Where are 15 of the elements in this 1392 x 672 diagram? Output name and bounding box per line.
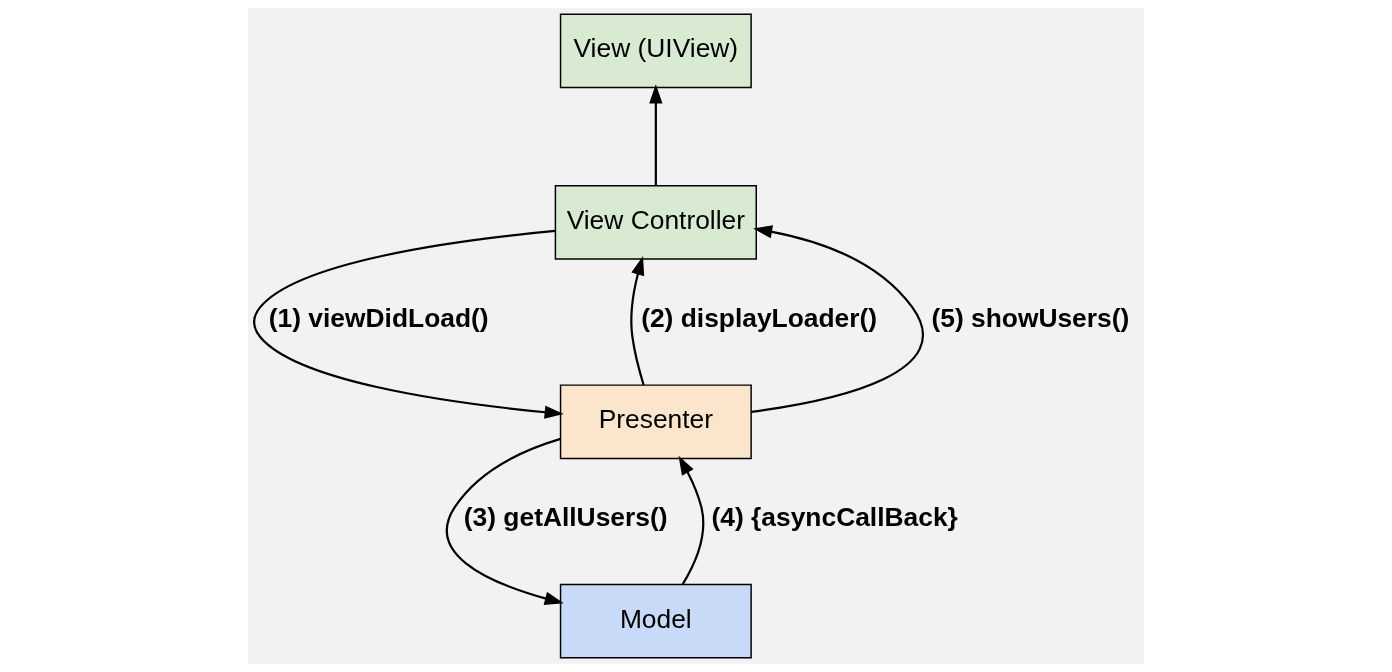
arrow	[649, 84, 663, 186]
node-box: Presenter	[559, 384, 752, 460]
node-box: Model	[559, 583, 752, 659]
arrow	[445, 437, 564, 605]
arrow	[678, 455, 705, 585]
edge-label: (1) viewDidLoad()	[268, 303, 489, 334]
edge-label: (4) {asyncCallBack}	[711, 502, 958, 533]
edge-label: (5) showUsers()	[931, 303, 1130, 334]
edge-label: (3) getAllUsers()	[463, 502, 668, 533]
node-box: View (UIView)	[559, 13, 752, 89]
arrow	[751, 225, 924, 413]
arrow	[252, 229, 564, 419]
node-box: View Controller	[554, 185, 757, 260]
edge-label: (2) displayLoader()	[641, 303, 878, 334]
arrow	[630, 256, 645, 386]
